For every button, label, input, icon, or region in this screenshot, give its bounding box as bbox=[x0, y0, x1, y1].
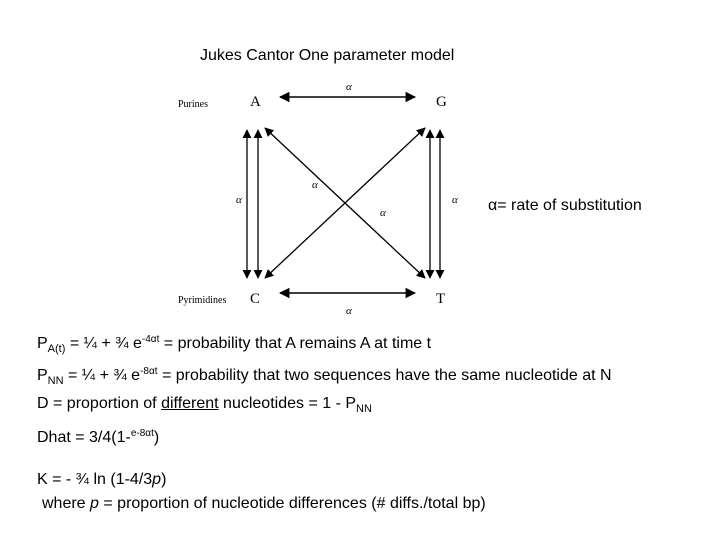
equation-where: where p = proportion of nucleotide diffe… bbox=[42, 495, 486, 512]
rate-text: = rate of substitution bbox=[497, 197, 642, 214]
alpha-label-bottom: α bbox=[346, 305, 352, 317]
node-t: T bbox=[436, 291, 445, 307]
alpha-symbol: α bbox=[488, 197, 498, 214]
equation-dhat: Dhat = 3/4(1-e-8αt) bbox=[37, 428, 160, 446]
arrow-g-c bbox=[264, 127, 426, 279]
alpha-label-diag-2: α bbox=[380, 207, 386, 219]
node-g: G bbox=[436, 94, 447, 110]
alpha-label-diag-1: α bbox=[312, 179, 318, 191]
substitution-diagram: Purines Pyrimidines A G C T α α α α α α bbox=[178, 81, 458, 317]
page-title: Jukes Cantor One parameter model bbox=[200, 47, 455, 64]
rate-legend: α= rate of substitution bbox=[488, 197, 642, 215]
node-a: A bbox=[250, 94, 261, 110]
alpha-label-right: α bbox=[452, 194, 458, 206]
equation-k: K = - ¾ ln (1-4/3p) bbox=[37, 471, 167, 488]
purines-label: Purines bbox=[178, 99, 208, 110]
alpha-label-left: α bbox=[236, 194, 242, 206]
pyrimidines-label: Pyrimidines bbox=[178, 295, 226, 306]
equation-pa: PA(t) = ¼ + ¾ e-4αt = probability that A… bbox=[37, 334, 432, 355]
equation-d: D = proportion of different nucleotides … bbox=[37, 395, 372, 415]
equation-pnn: PNN = ¼ + ¾ e-8αt = probability that two… bbox=[37, 366, 612, 387]
alpha-label-top: α bbox=[346, 81, 352, 93]
node-c: C bbox=[250, 291, 260, 307]
